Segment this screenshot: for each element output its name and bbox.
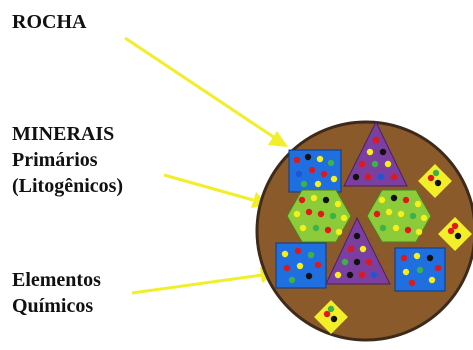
element-dot xyxy=(409,280,415,286)
element-dot xyxy=(295,248,301,254)
label-litogenicos: (Litogênicos) xyxy=(12,174,123,198)
element-dot xyxy=(372,161,378,167)
label-rocha: ROCHA xyxy=(12,10,86,34)
element-dot xyxy=(417,267,423,273)
element-dot xyxy=(429,277,435,283)
element-dot xyxy=(299,197,305,203)
element-dot xyxy=(378,174,384,180)
element-dot xyxy=(315,181,321,187)
element-dot xyxy=(330,213,336,219)
element-dot xyxy=(373,137,379,143)
element-dot xyxy=(284,265,290,271)
arrow-elementos-line xyxy=(132,275,262,293)
element-dot xyxy=(305,154,311,160)
element-dot xyxy=(342,259,348,265)
element-dot xyxy=(421,215,427,221)
element-dot xyxy=(386,209,392,215)
element-dot xyxy=(435,180,441,186)
element-dot xyxy=(308,252,314,258)
element-dot xyxy=(379,197,385,203)
element-dot xyxy=(353,174,359,180)
label-primarios: Primários xyxy=(12,148,98,172)
element-dot xyxy=(347,272,353,278)
element-dot xyxy=(365,174,371,180)
element-dot xyxy=(435,265,441,271)
element-dot xyxy=(309,167,315,173)
element-dot xyxy=(331,316,337,322)
element-dot xyxy=(448,228,454,234)
element-dot xyxy=(306,209,312,215)
element-dot xyxy=(398,211,404,217)
element-dot xyxy=(297,263,303,269)
element-dot xyxy=(452,223,458,229)
element-dot xyxy=(366,259,372,265)
element-dot xyxy=(336,229,342,235)
element-dot xyxy=(403,197,409,203)
element-dot xyxy=(335,272,341,278)
label-minerais: MINERAIS xyxy=(12,122,114,146)
element-dot xyxy=(354,233,360,239)
element-dot xyxy=(414,253,420,259)
element-dot xyxy=(301,181,307,187)
element-dot xyxy=(321,171,327,177)
element-dot xyxy=(313,225,319,231)
element-dot xyxy=(348,246,354,252)
element-dot xyxy=(328,160,334,166)
element-dot xyxy=(367,149,373,155)
element-dot xyxy=(317,156,323,162)
element-dot xyxy=(296,171,302,177)
element-dot xyxy=(385,161,391,167)
element-dot xyxy=(380,225,386,231)
element-dot xyxy=(391,195,397,201)
label-quimicos: Químicos xyxy=(12,294,93,318)
arrow-minerais-line xyxy=(164,175,253,200)
element-dot xyxy=(359,161,365,167)
label-elementos: Elementos xyxy=(12,268,101,292)
arrow-rocha-head xyxy=(268,131,288,147)
element-dot xyxy=(428,175,434,181)
element-dot xyxy=(415,201,421,207)
element-dot xyxy=(324,311,330,317)
element-dot xyxy=(371,272,377,278)
element-dot xyxy=(405,227,411,233)
element-dot xyxy=(323,197,329,203)
element-dot xyxy=(359,272,365,278)
element-dot xyxy=(318,211,324,217)
element-dot xyxy=(410,213,416,219)
element-dot xyxy=(427,255,433,261)
element-dot xyxy=(403,269,409,275)
arrow-rocha-line xyxy=(125,38,275,138)
element-dot xyxy=(401,255,407,261)
element-dot xyxy=(294,211,300,217)
element-dot xyxy=(393,225,399,231)
element-dot xyxy=(294,157,300,163)
element-dot xyxy=(416,229,422,235)
element-dot xyxy=(360,246,366,252)
element-dot xyxy=(311,195,317,201)
element-dot xyxy=(455,233,461,239)
element-dot xyxy=(391,174,397,180)
element-dot xyxy=(315,262,321,268)
element-dot xyxy=(306,273,312,279)
element-dot xyxy=(380,149,386,155)
element-dot xyxy=(433,170,439,176)
element-dot xyxy=(374,211,380,217)
element-dot xyxy=(354,259,360,265)
element-dot xyxy=(325,227,331,233)
element-dot xyxy=(289,277,295,283)
element-dot xyxy=(341,215,347,221)
element-dot xyxy=(335,201,341,207)
element-dot xyxy=(328,306,334,312)
element-dot xyxy=(300,225,306,231)
element-dot xyxy=(331,176,337,182)
element-dot xyxy=(282,251,288,257)
